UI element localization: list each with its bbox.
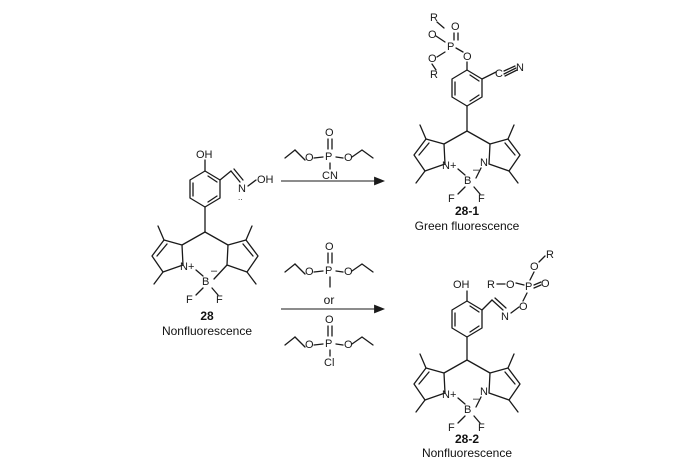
reagent-or-connector: or: [324, 293, 335, 307]
reagent-diethyl-methylphosphonate: O P O O: [284, 241, 374, 288]
svg-text:F: F: [448, 422, 455, 434]
compound-28-1-caption: Green fluorescence: [415, 219, 520, 233]
svg-text:N: N: [501, 311, 509, 323]
fluorine-right: F: [216, 294, 223, 306]
compound-28-2-structure: OH N O P O O R O R: [413, 249, 554, 434]
svg-text:N: N: [480, 157, 488, 169]
svg-text:O: O: [325, 241, 334, 253]
svg-text:N+: N+: [442, 389, 456, 401]
n-plus-label: N+: [180, 261, 194, 273]
svg-text:C: C: [495, 68, 503, 80]
svg-text:O: O: [506, 279, 515, 291]
svg-text:O: O: [325, 314, 334, 326]
svg-text:O: O: [325, 127, 334, 139]
svg-text:O: O: [428, 29, 437, 41]
svg-text:F: F: [478, 422, 485, 434]
svg-text:N: N: [516, 62, 524, 74]
svg-text:B: B: [464, 175, 471, 187]
reagent-diethyl-cyanophosphonate: O P O O CN: [284, 127, 374, 182]
svg-text:R: R: [546, 249, 554, 261]
compound-28-2-id: 28-2: [455, 432, 479, 446]
oxime-n-label: N: [238, 183, 246, 195]
svg-text:B: B: [464, 404, 471, 416]
svg-text:O: O: [519, 301, 528, 313]
oxime-oh-label: OH: [257, 174, 274, 186]
top-reagent-p: P: [325, 151, 332, 163]
svg-text:O: O: [530, 261, 539, 273]
compound-28-1-structure: R O O P O R O C N: [413, 12, 524, 205]
fluorine-left: F: [186, 294, 193, 306]
svg-text:O: O: [344, 339, 353, 351]
svg-text:OH: OH: [453, 279, 470, 291]
svg-text:N: N: [480, 386, 488, 398]
oh-label: OH: [196, 149, 213, 161]
svg-text:N+: N+: [442, 160, 456, 172]
bottom-reagent-cl: Cl: [324, 357, 334, 369]
svg-text:O: O: [451, 21, 460, 33]
svg-text:–: –: [473, 164, 480, 176]
compound-28-structure: OH N .. OH N+ B – F F: [151, 149, 274, 306]
boron-label: B: [202, 276, 209, 288]
svg-text:O: O: [463, 51, 472, 63]
svg-text:F: F: [478, 193, 485, 205]
boron-minus: –: [211, 265, 218, 277]
svg-text:P: P: [447, 41, 454, 53]
svg-text:R: R: [430, 12, 438, 24]
svg-text:–: –: [473, 393, 480, 405]
svg-text:P: P: [325, 265, 332, 277]
svg-text:F: F: [448, 193, 455, 205]
compound-28-1-id: 28-1: [455, 204, 479, 218]
svg-text:O: O: [428, 53, 437, 65]
compound-28-id: 28: [200, 309, 214, 323]
svg-text:O: O: [344, 152, 353, 164]
svg-text:O: O: [344, 266, 353, 278]
compound-28-2-caption: Nonfluorescence: [422, 446, 512, 459]
svg-text:R: R: [487, 279, 495, 291]
svg-text:O: O: [305, 339, 314, 351]
svg-text:R: R: [430, 69, 438, 81]
reagent-diethyl-chlorophosphate: O P O O Cl: [284, 314, 374, 369]
svg-text:..: ..: [238, 193, 242, 202]
top-reagent-cn: CN: [322, 170, 338, 182]
svg-text:P: P: [325, 338, 332, 350]
svg-text:O: O: [305, 152, 314, 164]
svg-text:O: O: [305, 266, 314, 278]
svg-text:P: P: [525, 281, 532, 293]
svg-text:O: O: [541, 278, 550, 290]
compound-28-caption: Nonfluorescence: [162, 324, 252, 338]
